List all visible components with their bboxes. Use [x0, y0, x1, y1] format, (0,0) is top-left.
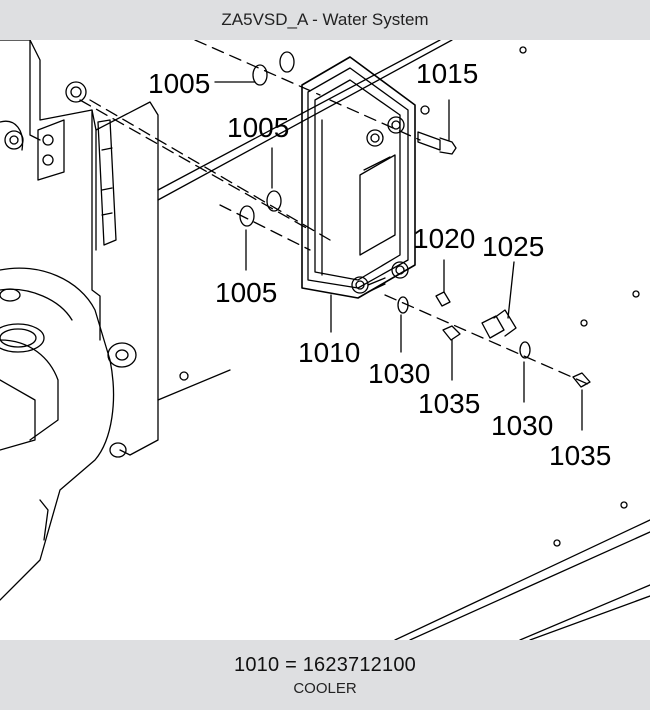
callout-label: 1015: [416, 58, 478, 89]
callout-label: 1030: [491, 410, 553, 441]
page-title: ZA5VSD_A - Water System: [221, 10, 429, 29]
callout-label: 1010: [298, 337, 360, 368]
fitting-1020: [435, 291, 451, 307]
frame-edge-line: [519, 584, 650, 640]
callout-label: 1005: [227, 112, 289, 143]
washer-1030: [397, 296, 531, 359]
mount-hole: [179, 371, 189, 381]
callout-label: 1035: [418, 388, 480, 419]
callout-label: 1025: [482, 231, 544, 262]
callout-label: 1005: [215, 277, 277, 308]
order-number: 1623712100: [302, 653, 416, 676]
part-info-footer: 1010 = 1623712100 COOLER: [0, 640, 650, 710]
screw-1015: [417, 131, 457, 155]
mount-hole: [420, 105, 430, 115]
callout-label: 1035: [549, 440, 611, 471]
mount-hole: [519, 46, 527, 54]
frame-edge-line: [157, 40, 441, 191]
plug-1035: [442, 325, 591, 388]
exploded-view-drawing: 1005 1005 1005 1015 1010 1020 1025 1030 …: [0, 40, 650, 640]
title-bar: ZA5VSD_A - Water System: [0, 0, 650, 40]
part-number-line: 1010 = 1623712100: [234, 654, 416, 677]
frame-edge-line: [157, 369, 231, 401]
mount-hole: [553, 539, 561, 547]
mount-hole: [580, 319, 588, 327]
callout-label: 1030: [368, 358, 430, 389]
compressor-housing: [0, 40, 159, 601]
part-number: 1010: [234, 653, 280, 676]
frame-edge-line: [529, 595, 650, 640]
callout-label: 1020: [413, 223, 475, 254]
frame-edge-line: [409, 531, 650, 640]
o-ring-1005: [239, 51, 295, 227]
mount-hole: [632, 290, 640, 298]
equals-sign: =: [285, 653, 297, 676]
callout-label: 1005: [148, 68, 210, 99]
cooler-assembly: [301, 56, 416, 299]
valve-1025: [481, 309, 517, 339]
callout-leaders: [214, 81, 583, 431]
frame-edge-line: [157, 40, 453, 201]
drawing-canvas: 1005 1005 1005 1015 1010 1020 1025 1030 …: [0, 40, 650, 640]
frame-edge-line: [394, 519, 650, 640]
part-description: COOLER: [293, 679, 357, 697]
assembly-guide-lines: [79, 40, 591, 386]
mount-hole: [620, 501, 628, 509]
